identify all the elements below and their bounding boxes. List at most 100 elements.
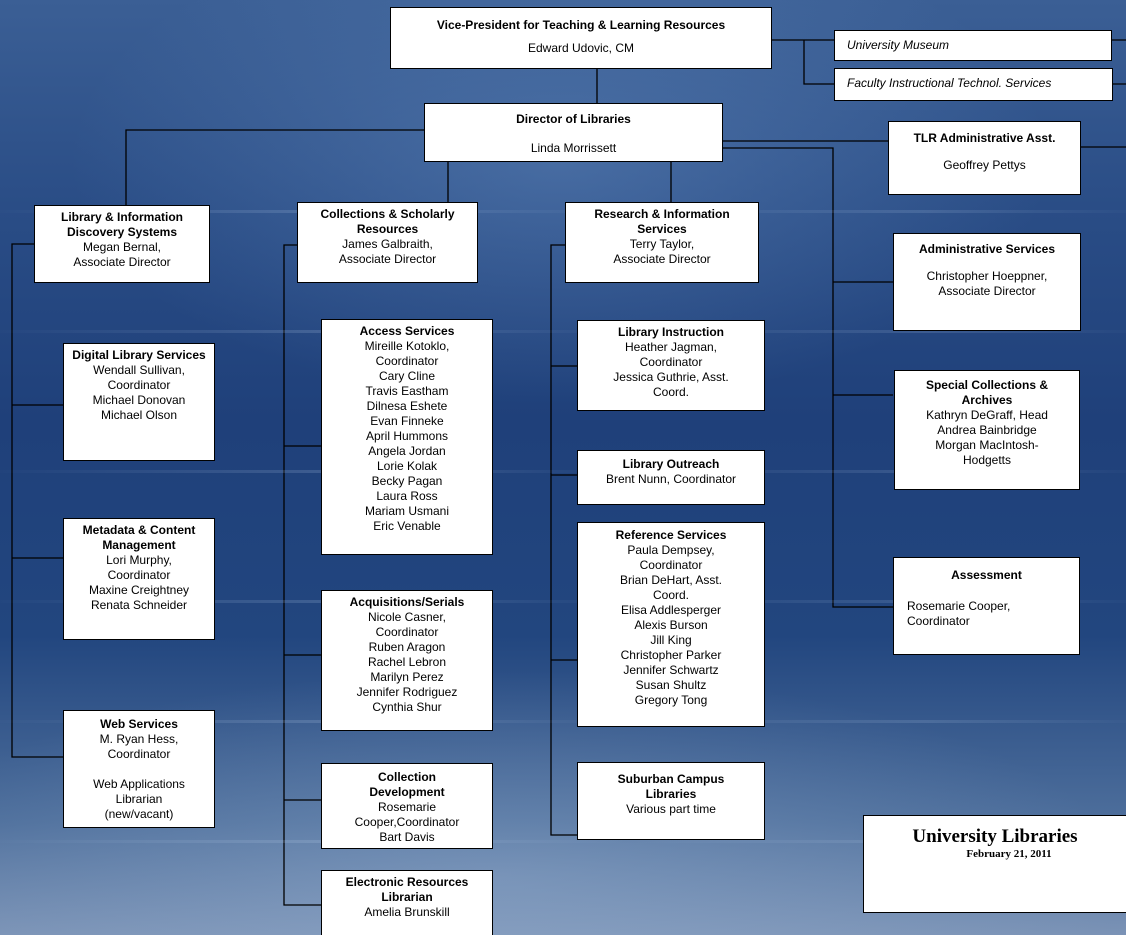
staff-line: Cary Cline	[378, 369, 435, 383]
vp-title: Vice-President for Teaching & Learning R…	[436, 18, 726, 32]
staff-line: Morgan MacIntosh-	[935, 438, 1039, 452]
web-services-box: Web Services M. Ryan Hess, Coordinator W…	[63, 710, 215, 828]
director-box: Director of Libraries Linda Morrissett	[424, 103, 723, 162]
library-instruction-box: Library Instruction Heather Jagman, Coor…	[577, 320, 765, 411]
connector-director-tlr	[722, 140, 1126, 148]
org-chart-title-box: University Libraries February 21, 2011	[863, 815, 1126, 913]
staff-line: Web Applications	[93, 777, 185, 791]
csr-name: James Galbraith,	[342, 237, 433, 251]
connector-vp-side	[772, 39, 1126, 85]
tlr-asst-title: TLR Administrative Asst.	[913, 131, 1056, 145]
staff-line: Kathryn DeGraff, Head	[926, 408, 1048, 422]
staff-line: Lorie Kolak	[376, 459, 438, 473]
csr-box: Collections & Scholarly Resources James …	[297, 202, 478, 283]
museum-label: University Museum	[847, 38, 950, 52]
museum-box: University Museum	[834, 30, 1112, 61]
staff-line: Angela Jordan	[368, 444, 446, 458]
tlr-asst-box: TLR Administrative Asst. Geoffrey Pettys	[888, 121, 1081, 195]
staff-line: Marilyn Perez	[370, 670, 444, 684]
admin-role: Associate Director	[938, 284, 1036, 298]
admin-title: Administrative Services	[918, 242, 1056, 256]
metadata-box: Metadata & Content Management Lori Murph…	[63, 518, 215, 640]
acquisitions-box: Acquisitions/Serials Nicole Casner, Coor…	[321, 590, 493, 731]
colldev-title: Collection Development	[369, 770, 445, 799]
connector-csr-column	[283, 244, 321, 906]
connector-lids-column	[11, 243, 63, 758]
ris-role: Associate Director	[613, 252, 711, 266]
lids-role: Associate Director	[73, 255, 171, 269]
special-collections-box: Special Collections & Archives Kathryn D…	[894, 370, 1080, 490]
ref-title: Reference Services	[615, 528, 727, 542]
staff-line: Travis Eastham	[365, 384, 449, 398]
staff-line: Heather Jagman,	[624, 340, 718, 354]
csr-title: Collections & Scholarly Resources	[320, 207, 455, 236]
staff-line: Coordinator	[375, 354, 439, 368]
staff-line: Lori Murphy,	[106, 553, 172, 567]
wave-highlight	[0, 330, 1126, 333]
staff-line: Coordinator	[639, 558, 703, 572]
staff-line: Coordinator	[107, 378, 171, 392]
vp-box: Vice-President for Teaching & Learning R…	[390, 7, 772, 69]
wave-highlight	[0, 210, 1126, 213]
access-services-box: Access Services Mireille Kotoklo, Coordi…	[321, 319, 493, 555]
staff-line: Nicole Casner,	[367, 610, 447, 624]
staff-line: Brent Nunn, Coordinator	[605, 472, 737, 486]
assess-role: Coordinator	[907, 614, 970, 628]
org-chart-date: February 21, 2011	[966, 848, 1052, 860]
special-title: Special Collections & Archives	[925, 378, 1049, 407]
connector-director-admin	[722, 147, 893, 608]
director-name: Linda Morrissett	[530, 141, 617, 155]
assess-name: Rosemarie Cooper,	[907, 599, 1011, 613]
ris-box: Research & Information Services Terry Ta…	[565, 202, 759, 283]
staff-line: (new/vacant)	[104, 807, 174, 821]
staff-line: April Hummons	[365, 429, 449, 443]
metadata-title: Metadata & Content Management	[82, 523, 196, 552]
staff-line: Mireille Kotoklo,	[364, 339, 450, 353]
staff-line: Mariam Usmani	[364, 504, 449, 518]
fits-label: Faculty Instructional Technol. Services	[847, 76, 1052, 90]
staff-line: Bart Davis	[379, 830, 435, 844]
staff-line: Elisa Addlesperger	[620, 603, 722, 617]
staff-line: Coordinator	[107, 747, 171, 761]
acq-title: Acquisitions/Serials	[349, 595, 465, 609]
staff-line: Rachel Lebron	[367, 655, 447, 669]
staff-line: Hodgetts	[962, 453, 1012, 467]
staff-line: Cooper,Coordinator	[354, 815, 460, 829]
lids-name: Megan Bernal,	[82, 240, 162, 254]
director-title: Director of Libraries	[516, 112, 631, 126]
staff-line: Laura Ross	[376, 489, 438, 503]
instr-title: Library Instruction	[617, 325, 724, 339]
staff-line: M. Ryan Hess,	[99, 732, 179, 746]
collection-development-box: Collection Development Rosemarie Cooper,…	[321, 763, 493, 849]
digital-library-box: Digital Library Services Wendall Sulliva…	[63, 343, 215, 461]
lids-box: Library & Information Discovery Systems …	[34, 205, 210, 283]
eres-title: Electronic Resources Librarian	[345, 875, 469, 904]
staff-line: Becky Pagan	[371, 474, 443, 488]
staff-line: Christopher Parker	[620, 648, 722, 662]
vp-name: Edward Udovic, CM	[527, 41, 635, 55]
staff-line: Jill King	[650, 633, 692, 647]
staff-line: Andrea Bainbridge	[937, 423, 1037, 437]
tlr-asst-name: Geoffrey Pettys	[943, 158, 1026, 172]
assess-title: Assessment	[951, 568, 1022, 582]
staff-line: Coordinator	[107, 568, 171, 582]
access-title: Access Services	[359, 324, 455, 338]
fits-box: Faculty Instructional Technol. Services	[834, 68, 1113, 101]
staff-line: Coordinator	[639, 355, 703, 369]
staff-line: Coordinator	[375, 625, 439, 639]
staff-line: Various part time	[626, 802, 716, 816]
suburban-campus-box: Suburban Campus Libraries Various part t…	[577, 762, 765, 840]
admin-services-box: Administrative Services Christopher Hoep…	[893, 233, 1081, 331]
suburban-title: Suburban Campus Libraries	[617, 772, 725, 801]
admin-name: Christopher Hoeppner,	[926, 269, 1048, 283]
staff-line: Ruben Aragon	[368, 640, 446, 654]
staff-line: Jessica Guthrie, Asst.	[613, 370, 729, 384]
staff-line: Gregory Tong	[634, 693, 708, 707]
assessment-box: Assessment Rosemarie Cooper, Coordinator	[893, 557, 1080, 655]
lids-title: Library & Information Discovery Systems	[60, 210, 183, 239]
connector-ris-column	[550, 244, 577, 836]
outreach-title: Library Outreach	[622, 457, 720, 471]
staff-line: Coord.	[652, 385, 690, 399]
staff-line	[67, 762, 211, 777]
electronic-resources-box: Electronic Resources Librarian Amelia Br…	[321, 870, 493, 935]
